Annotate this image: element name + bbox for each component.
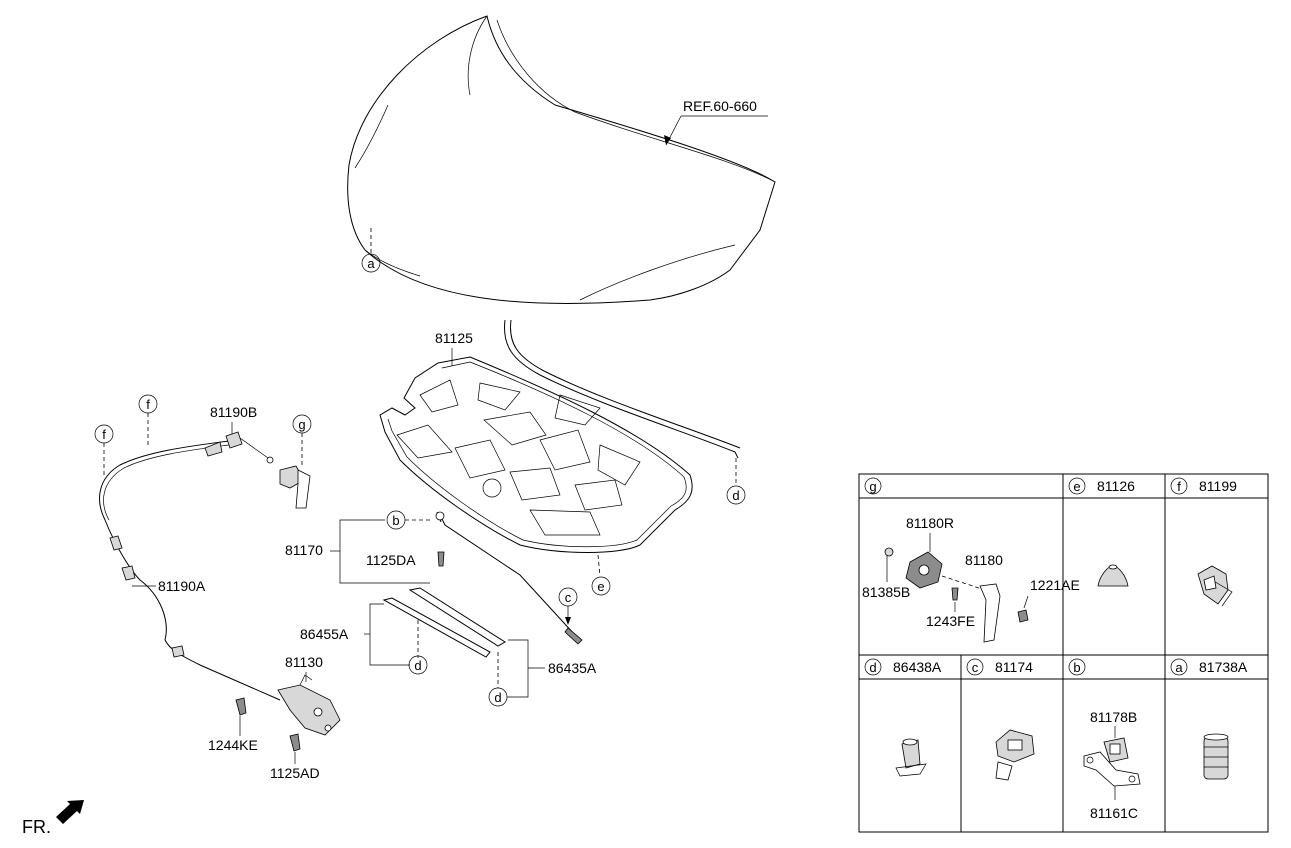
front-direction-indicator: FR. <box>22 800 84 837</box>
rod-label-group: 81170 b 1125DA <box>285 510 445 584</box>
latch-labels: 81130 1244KE 1125AD <box>208 654 323 781</box>
svg-text:g: g <box>298 417 305 432</box>
svg-text:a: a <box>1175 660 1183 675</box>
seal-strips <box>382 587 506 658</box>
part-1125DA-label: 1125DA <box>366 552 416 568</box>
cell-g-handle-assembly: 81180R 81385B 81180 1221AE 1243FE <box>862 515 1080 643</box>
svg-text:b: b <box>392 513 399 528</box>
part-81130-label: 81130 <box>285 654 323 670</box>
svg-text:b: b <box>1073 660 1080 675</box>
hood-latch <box>235 674 341 752</box>
svg-text:e: e <box>597 579 604 594</box>
table-header-c: c 81174 <box>966 658 1033 676</box>
hood-stay-rod <box>435 511 583 645</box>
insulator-label-group: 81125 <box>435 330 473 366</box>
svg-text:f: f <box>1177 479 1181 494</box>
svg-text:d: d <box>869 660 876 675</box>
svg-text:81178B: 81178B <box>1090 709 1137 725</box>
cell-e-clip <box>1097 564 1129 587</box>
part-81170-label: 81170 <box>285 542 323 558</box>
table-header-d: d 86438A <box>864 658 942 676</box>
release-cable <box>99 431 281 701</box>
svg-text:c: c <box>972 660 979 675</box>
cell-a-bumper <box>1203 733 1229 780</box>
cell-c-bracket <box>995 729 1035 781</box>
part-1244KE-label: 1244KE <box>208 737 258 753</box>
cell-d-fastener <box>895 738 927 777</box>
part-1125AD-label: 1125AD <box>270 765 320 781</box>
svg-text:1243FE: 1243FE <box>926 613 975 629</box>
svg-text:d: d <box>414 658 421 673</box>
svg-text:d: d <box>494 690 501 705</box>
parts-table: g e 81126 f 81199 d 86438A c 81174 b <box>858 473 1269 833</box>
seal-labels: 86455A d 86435A d <box>300 603 597 707</box>
table-header-b: b <box>1068 658 1086 676</box>
svg-text:81199: 81199 <box>1199 478 1237 494</box>
svg-text:86438A: 86438A <box>893 659 942 675</box>
hood-panel <box>347 15 776 304</box>
front-label: FR. <box>22 817 51 837</box>
svg-text:e: e <box>1073 479 1080 494</box>
table-header-f: f 81199 <box>1170 477 1237 495</box>
part-81190B-label: 81190B <box>210 404 257 420</box>
table-header-a: a 81738A <box>1170 658 1248 676</box>
hood-weatherstrip: d <box>503 319 746 505</box>
table-header-g: g <box>864 477 882 495</box>
release-handle: g <box>279 414 312 509</box>
cable-labels: 81190B 81190A f f <box>94 394 257 594</box>
svg-text:81738A: 81738A <box>1199 659 1248 675</box>
svg-text:1221AE: 1221AE <box>1030 577 1080 593</box>
cell-b-clamp: 81178B 81161C <box>1083 709 1141 821</box>
svg-text:81180R: 81180R <box>906 515 954 531</box>
svg-text:81126: 81126 <box>1097 478 1135 494</box>
svg-text:81161C: 81161C <box>1090 805 1138 821</box>
svg-text:c: c <box>565 590 572 605</box>
ref-label: REF.60-660 <box>683 98 757 114</box>
cell-f-cable-clip <box>1197 565 1233 607</box>
part-86455A-label: 86455A <box>300 626 349 642</box>
part-86435A-label: 86435A <box>548 660 597 676</box>
ref-label-group: REF.60-660 <box>664 98 768 146</box>
part-81125-label: 81125 <box>435 330 473 346</box>
svg-text:81180: 81180 <box>965 552 1003 568</box>
svg-text:81385B: 81385B <box>862 584 910 600</box>
svg-text:f: f <box>146 397 150 412</box>
svg-text:g: g <box>869 479 876 494</box>
callout-e: e <box>591 554 611 596</box>
table-header-e: e 81126 <box>1068 477 1135 495</box>
callout-a-hood: a <box>361 228 381 273</box>
callout-c: c <box>558 587 578 625</box>
svg-text:f: f <box>102 427 106 442</box>
svg-text:a: a <box>367 256 375 271</box>
front-arrow-icon <box>56 800 84 824</box>
svg-text:81174: 81174 <box>995 659 1033 675</box>
part-81190A-label: 81190A <box>158 578 206 594</box>
hood-insulator-pad <box>379 356 693 553</box>
svg-text:d: d <box>732 488 739 503</box>
